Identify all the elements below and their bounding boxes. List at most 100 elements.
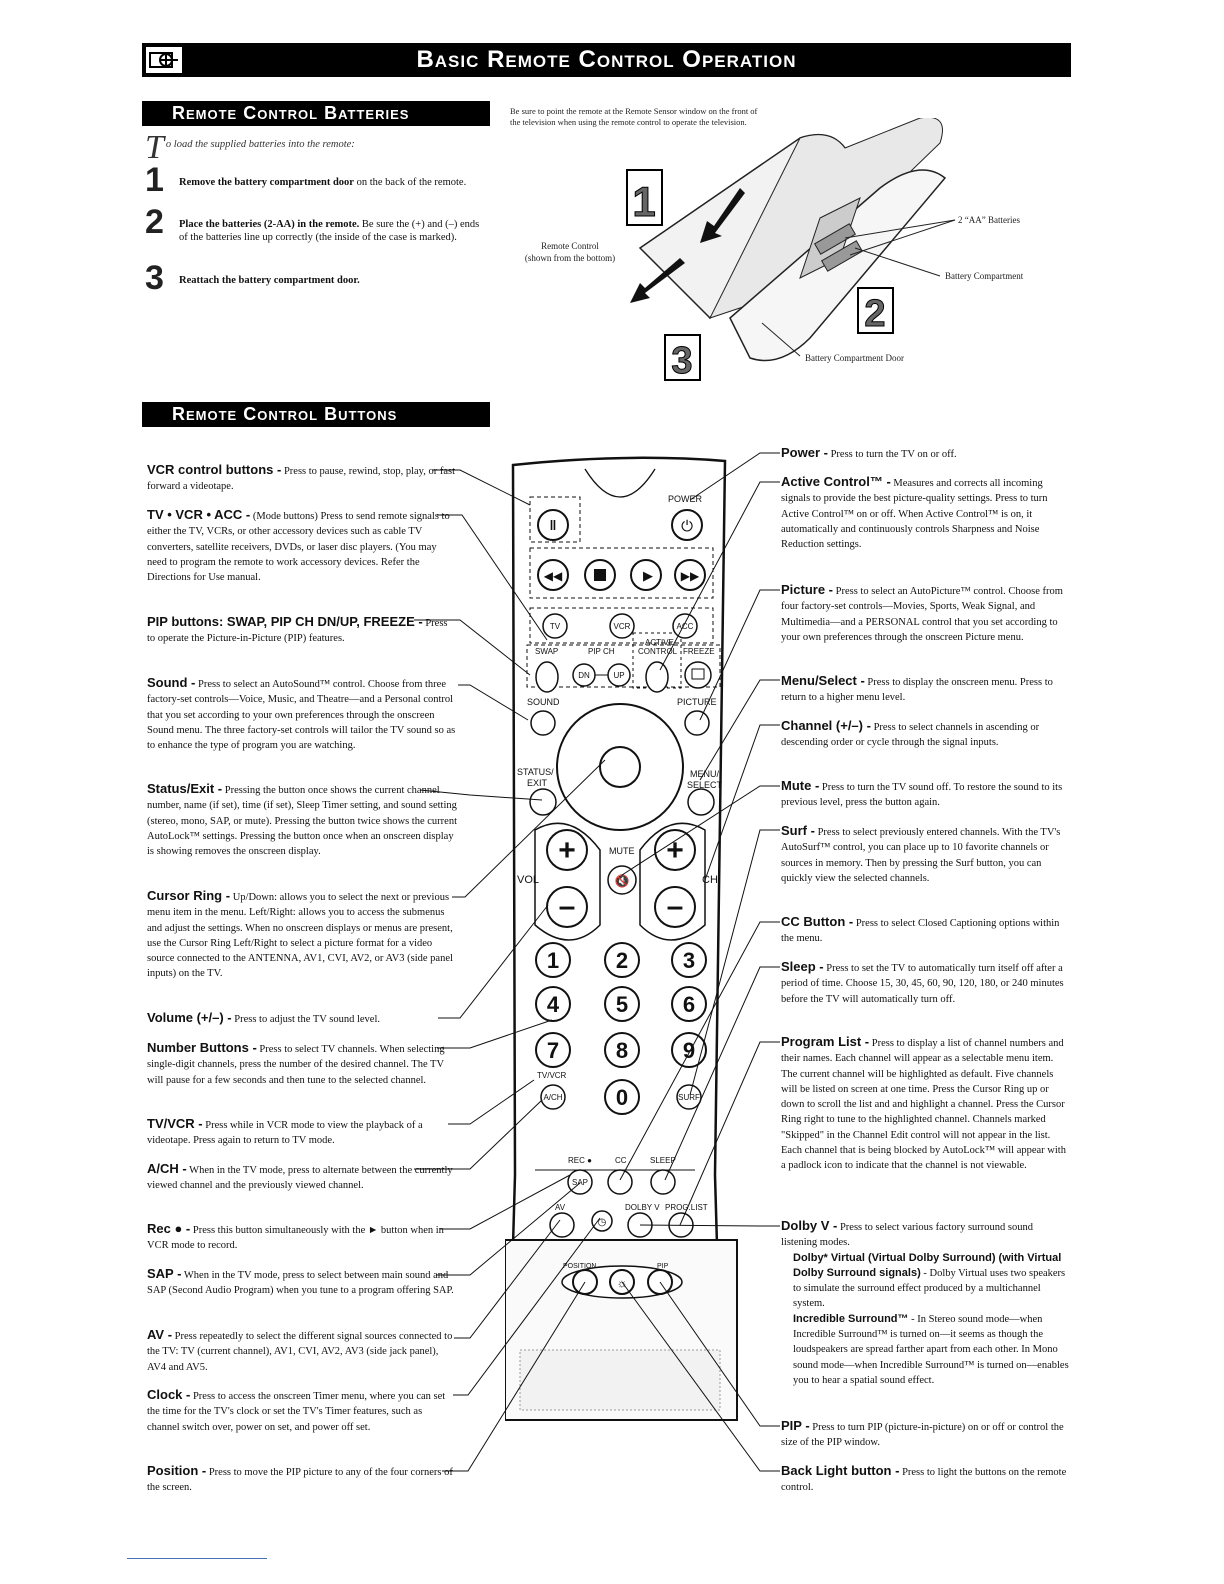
swap-button	[535, 661, 559, 693]
number-2-button	[604, 942, 640, 978]
number-8-button	[604, 1032, 640, 1068]
callout-1-text: 1	[632, 178, 655, 225]
proglist-label: PROG.LIST	[665, 1203, 708, 1212]
step-text: on the back of the remote.	[353, 177, 467, 188]
desc-channel: Channel (+/–) - Press to select channels…	[781, 718, 1040, 749]
compartment-label: Battery Compartment	[945, 271, 1024, 281]
position-label: POSITION	[563, 1263, 596, 1270]
number-0: 0	[616, 1085, 628, 1110]
batteries-intro: T o load the supplied batteries into the…	[145, 131, 355, 165]
callout-2	[857, 287, 894, 334]
desc-dolby-v: Dolby V - Press to select various factor…	[781, 1218, 1069, 1386]
sound-button	[530, 710, 556, 736]
desc-tv-vcr: TV/VCR - Press while in VCR mode to view…	[147, 1116, 423, 1147]
stop-icon	[594, 569, 606, 581]
number-8: 8	[616, 1038, 628, 1063]
callout-3	[664, 334, 701, 381]
select-label: SELECT	[687, 780, 723, 790]
arrow-icon	[700, 188, 745, 243]
incredible-surround-text: - In Stereo sound mode—when Incredible S…	[793, 1313, 1069, 1386]
desc-back-light: Back Light button - Press to light the b…	[781, 1463, 1067, 1494]
fast-forward-button	[674, 559, 706, 591]
desc-pip: PIP - Press to turn PIP (picture-in-pict…	[781, 1418, 1064, 1449]
number-4-button	[535, 986, 571, 1022]
sound-label: SOUND	[527, 697, 560, 707]
incredible-surround-heading: Incredible Surround™	[793, 1312, 909, 1325]
clock-icon: ◷	[598, 1217, 607, 1228]
power-button	[671, 509, 703, 541]
step-text: Be sure the (+) and (–) ends of the batt…	[179, 219, 480, 243]
light-icon: ☼	[617, 1276, 628, 1290]
desc-menu-select: Menu/Select - Press to display the onscr…	[781, 673, 1053, 704]
number-5: 5	[616, 992, 628, 1017]
sap-label: SAP	[572, 1178, 588, 1187]
swap-label: SWAP	[535, 647, 558, 656]
cc-button	[607, 1169, 633, 1195]
freeze-icon	[691, 668, 705, 680]
desc-number-buttons: Number Buttons - Press to select TV chan…	[147, 1040, 445, 1086]
number-3-button	[671, 942, 707, 978]
surf-button	[676, 1084, 702, 1110]
desc-picture: Picture - Press to select an AutoPicture…	[781, 582, 1063, 643]
cursor-ring-center	[599, 746, 641, 788]
channel-up-button	[654, 829, 696, 871]
number-4: 4	[547, 992, 560, 1017]
sleep-label: SLEEP	[650, 1156, 676, 1165]
buttons-heading: Remote Control Buttons	[142, 402, 490, 427]
desc-a-ch: A/CH - When in the TV mode, press to alt…	[147, 1161, 453, 1192]
dn-label: DN	[578, 671, 590, 680]
surf-label: SURF	[678, 1093, 700, 1102]
power-label: POWER	[668, 494, 703, 504]
step-bold: Reattach the battery compartment door.	[179, 275, 360, 286]
rewind-icon: ◀◀	[544, 569, 563, 583]
desc-sleep: Sleep - Press to set the TV to automatic…	[781, 959, 1064, 1005]
dolby-virtual-heading: Dolby* Virtual (Virtual Dolby Surround) …	[793, 1251, 1062, 1279]
menu-label: MENU/	[690, 769, 719, 779]
arrow-icon	[630, 258, 685, 303]
desc-position: Position - Press to move the PIP picture…	[147, 1463, 453, 1494]
page-title-banner: Basic Remote Control Operation	[142, 43, 1071, 77]
pause-button	[537, 509, 569, 541]
av-button	[549, 1212, 575, 1238]
vol-label: VOL	[517, 874, 539, 886]
active-label: ACTIVE	[645, 638, 674, 647]
intro-text: o load the supplied batteries into the r…	[165, 139, 355, 150]
battery-diagram: 1 2 3 2 “AA” Batteries Battery Compartme…	[525, 118, 1024, 383]
page-title: Basic Remote Control Operation	[416, 46, 797, 73]
dolbyv-label: DOLBY V	[625, 1203, 660, 1212]
status-exit-button	[529, 788, 557, 816]
desc-vcr-controls: VCR control buttons - Press to pause, re…	[147, 462, 456, 493]
batteries-label: 2 “AA” Batteries	[958, 215, 1020, 225]
rewind-button	[537, 559, 569, 591]
step-bold: Remove the battery compartment door	[179, 177, 354, 188]
remote-label-2: (shown from the bottom)	[525, 253, 615, 263]
number-0-button	[604, 1079, 640, 1115]
desc-status-exit: Status/Exit - Pressing the button once s…	[147, 781, 457, 858]
pip-ch-up-button	[607, 663, 631, 687]
tvvcr-label: TV/VCR	[537, 1071, 567, 1080]
desc-power: Power - Press to turn the TV on or off.	[781, 445, 957, 460]
footer-rule	[127, 1558, 267, 1559]
status-label: STATUS/	[517, 767, 554, 777]
fast-forward-icon: ▶▶	[681, 569, 700, 583]
sensor-note: Be sure to point the remote at the Remot…	[510, 106, 758, 127]
power-icon: ⏻	[681, 518, 693, 535]
number-3: 3	[683, 948, 695, 973]
tv-logo-icon	[146, 47, 182, 73]
mute-label: MUTE	[609, 846, 635, 856]
desc-mute: Mute - Press to turn the TV sound off. T…	[781, 778, 1063, 809]
desc-rec: Rec ● - Press this button simultaneously…	[147, 1221, 444, 1252]
desc-clock: Clock - Press to access the onscreen Tim…	[147, 1387, 446, 1433]
ach-label: A/CH	[543, 1093, 562, 1102]
desc-sound: Sound - Press to select an AutoSound™ co…	[147, 675, 456, 752]
dolby-virtual-text: - Dolby Virtual uses two speakers to sim…	[793, 1267, 1066, 1310]
door-label: Battery Compartment Door	[805, 353, 904, 363]
acc-mode-button	[672, 613, 698, 639]
vcr-label: VCR	[614, 622, 631, 631]
desc-active-control: Active Control™ - Measures and corrects …	[781, 474, 1048, 551]
batteries-heading: Remote Control Batteries	[142, 101, 490, 126]
ach-button	[540, 1084, 566, 1110]
up-label: UP	[613, 671, 624, 680]
desc-mode-buttons: TV • VCR • ACC - (Mode buttons) Press to…	[147, 507, 450, 584]
